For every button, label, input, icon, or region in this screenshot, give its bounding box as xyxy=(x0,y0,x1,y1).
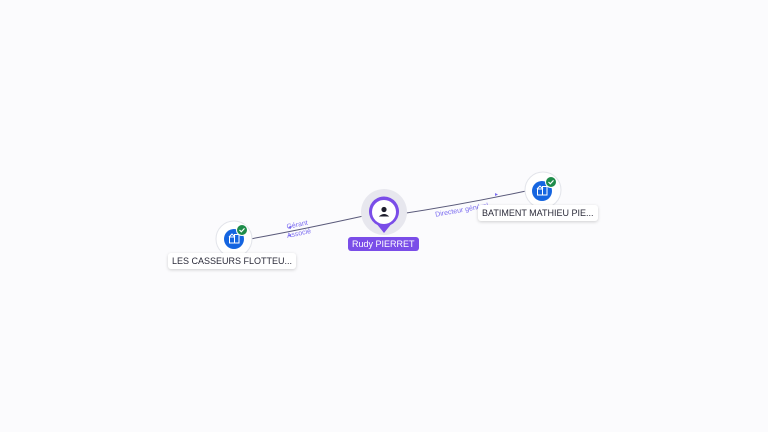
edge-casseurs-rudy xyxy=(249,214,369,240)
person-label-rudy[interactable]: Rudy PIERRET xyxy=(348,237,419,251)
arrow-marker-right xyxy=(495,193,498,196)
arrow-marker-left-2 xyxy=(288,234,291,237)
arrow-marker-left-1 xyxy=(288,226,291,229)
person-icon xyxy=(378,206,390,217)
edge-rudy-batiment xyxy=(399,190,527,215)
company-label-batiment[interactable]: BATIMENT MATHIEU PIE... xyxy=(478,205,598,221)
company-label-casseurs[interactable]: LES CASSEURS FLOTTEU... xyxy=(168,253,297,269)
check-badge-icon xyxy=(545,176,557,188)
edge-label-associe: Associé xyxy=(286,228,312,240)
edge-label-gerant: Gérant xyxy=(286,220,308,231)
company-node-batiment[interactable] xyxy=(524,171,562,209)
person-node-rudy[interactable] xyxy=(361,189,407,235)
check-badge-icon xyxy=(236,224,248,236)
company-node-casseurs[interactable] xyxy=(215,220,253,258)
